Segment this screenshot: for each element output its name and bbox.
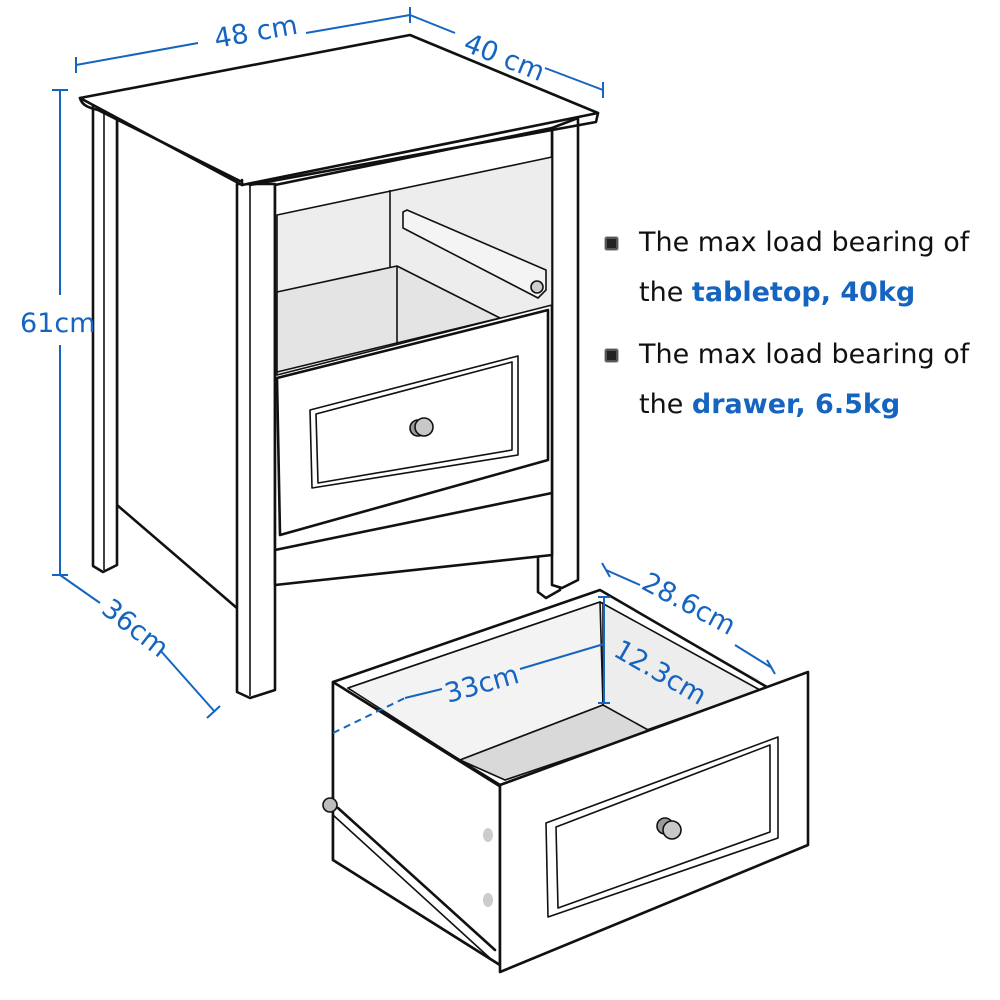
dim-label-side-depth: 36cm [96,593,175,664]
note-highlight: tabletop, 40kg [691,277,916,308]
note-highlight: drawer, 6.5kg [691,389,901,420]
note-tabletop-load: The max load bearing of the tabletop, 40… [603,218,993,318]
nightstand-illustration [78,33,600,700]
dim-label-height: 61cm [20,308,96,339]
note-text: The max load bearing of the [639,227,970,308]
square-bullet-icon [605,349,618,362]
dim-label-width: 48 cm [212,10,300,55]
load-notes: The max load bearing of the tabletop, 40… [603,218,993,442]
note-drawer-load: The max load bearing of the drawer, 6.5k… [603,330,993,430]
square-bullet-icon [605,237,618,250]
note-text: The max load bearing of the [639,339,970,420]
drawer-illustration [322,588,810,974]
dimension-lines [52,7,776,734]
